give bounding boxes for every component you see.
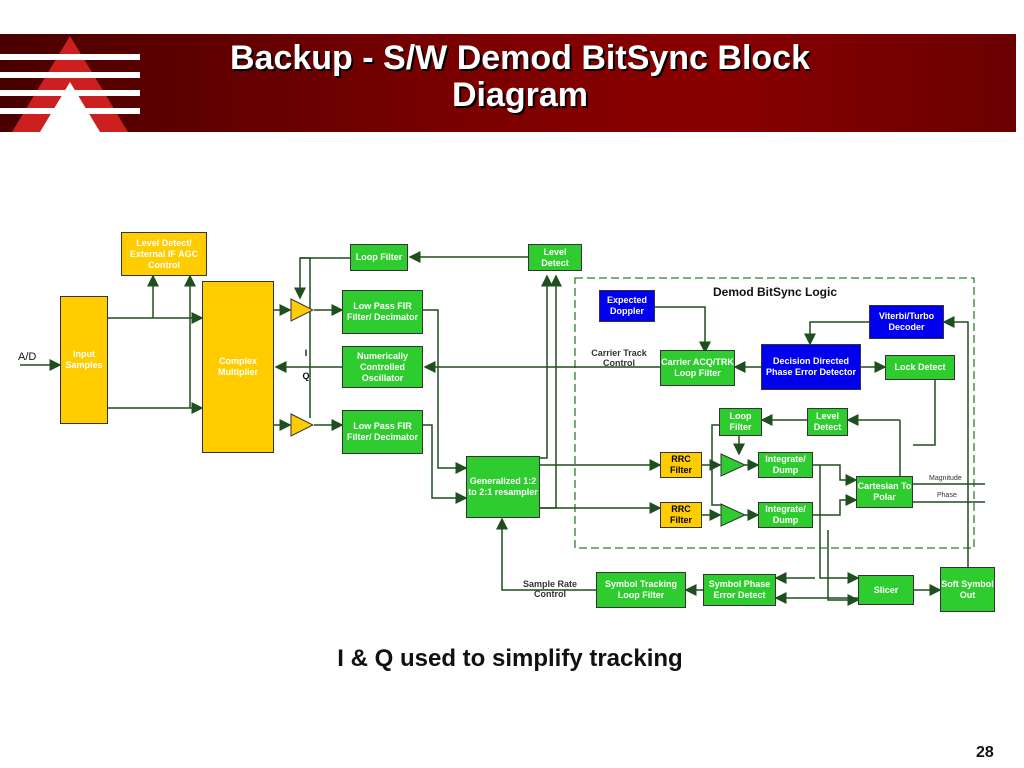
ad-label: A/D	[18, 351, 37, 363]
carrier-track-label: Carrier Track Control	[591, 348, 647, 368]
slide-title: Backup - S/W Demod BitSync Block Diagram	[160, 40, 880, 114]
symbol-phase-block: Symbol Phase Error Detect	[703, 574, 776, 606]
symbol-tracking-block: Symbol Tracking Loop Filter	[596, 572, 686, 608]
lpf-top-block: Low Pass FIR Filter/ Decimator	[342, 290, 423, 334]
slicer-block: Slicer	[858, 575, 914, 605]
rrc-filter-bottom-block: RRC Filter	[660, 502, 702, 528]
cartesian-to-polar-block: Cartesian To Polar	[856, 476, 913, 508]
sample-rate-label: Sample Rate Control	[522, 579, 578, 599]
lock-detect-block: Lock Detect	[885, 355, 955, 380]
decision-directed-block: Decision Directed Phase Error Detector	[761, 344, 861, 390]
viterbi-block: Viterbi/Turbo Decoder	[869, 305, 944, 339]
phase-label: Phase	[937, 492, 957, 499]
magnitude-label: Magnitude	[929, 475, 962, 482]
integrator-amp-bottom-icon	[720, 503, 746, 527]
expected-doppler-block: Expected Doppler	[599, 290, 655, 322]
slide-title-line2: Diagram	[451, 76, 589, 114]
input-samples-block: Input Samples	[60, 296, 108, 424]
loop-filter-mid-block: Loop Filter	[719, 408, 762, 436]
loop-filter-top-block: Loop Filter	[350, 244, 408, 271]
nco-block: Numerically Controlled Oscillator	[342, 346, 423, 388]
integrate-dump-top-block: Integrate/ Dump	[758, 452, 813, 478]
slide-title-line1: Backup - S/W Demod BitSync Block	[230, 39, 810, 77]
resampler-block: Generalized 1:2 to 2:1 resampler	[466, 456, 540, 518]
rrc-filter-top-block: RRC Filter	[660, 452, 702, 478]
title-banner	[0, 34, 1016, 132]
amplifier-top-icon	[290, 298, 314, 322]
complex-multiplier-block: Complex Multiplier	[202, 281, 274, 453]
page-number: 28	[976, 744, 994, 761]
i-label: I	[304, 348, 308, 358]
lpf-bottom-block: Low Pass FIR Filter/ Decimator	[342, 410, 423, 454]
level-detect-mid-block: Level Detect	[807, 408, 848, 436]
level-detect-agc-block: Level Detect/ External IF AGC Control	[121, 232, 207, 276]
carrier-acq-block: Carrier ACQ/TRK Loop Filter	[660, 350, 735, 386]
amplifier-bottom-icon	[290, 413, 314, 437]
integrate-dump-bottom-block: Integrate/ Dump	[758, 502, 813, 528]
integrator-amp-top-icon	[720, 453, 746, 477]
slide-caption: I & Q used to simplify tracking	[337, 645, 683, 672]
level-detect-top-block: Level Detect	[528, 244, 582, 271]
q-label: Q	[302, 371, 310, 381]
soft-symbol-out-block: Soft Symbol Out	[940, 567, 995, 612]
region-label: Demod BitSync Logic	[712, 285, 837, 299]
company-logo	[0, 36, 140, 132]
